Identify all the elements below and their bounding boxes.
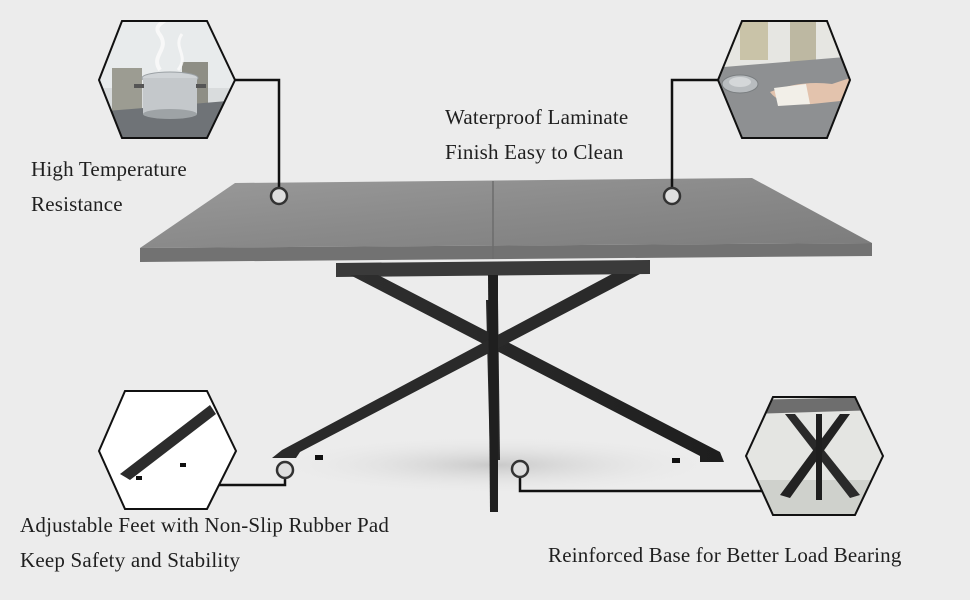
caption-line: Keep Safety and Stability [20, 548, 241, 572]
tabletop-edge [140, 243, 872, 262]
table-leg-left [350, 275, 724, 462]
callout-lines [217, 78, 770, 493]
wiping-cloth-icon [716, 20, 852, 139]
table-foot-icon [97, 390, 238, 510]
tabletop-surface [140, 178, 872, 248]
feature-caption-waterproof: Waterproof Laminate Finish Easy to Clean [445, 100, 628, 170]
caption-line: Adjustable Feet with Non-Slip Rubber Pad [20, 513, 390, 537]
caption-line: High Temperature [31, 157, 187, 181]
feature-caption-heat: High Temperature Resistance [31, 152, 187, 222]
steaming-pot-icon [97, 20, 237, 139]
table-apron [336, 260, 650, 277]
x-base-icon [744, 396, 885, 516]
marker-water [662, 186, 682, 206]
marker-feet [275, 460, 295, 480]
caption-line: Resistance [31, 192, 123, 216]
table-leg-right [272, 274, 640, 458]
marker-heat [269, 186, 289, 206]
caption-line: Finish Easy to Clean [445, 140, 624, 164]
callout-markers [269, 186, 682, 480]
marker-base [510, 459, 530, 479]
caption-line: Waterproof Laminate [445, 105, 629, 129]
foot-pad [672, 458, 680, 463]
feature-caption-base: Reinforced Base for Better Load Bearing [548, 538, 902, 573]
caption-line: Reinforced Base for Better Load Bearing [548, 543, 902, 567]
dining-table [140, 178, 872, 512]
foot-pad [315, 455, 323, 460]
table-center-post [488, 275, 498, 512]
feature-caption-feet: Adjustable Feet with Non-Slip Rubber Pad… [20, 508, 389, 578]
